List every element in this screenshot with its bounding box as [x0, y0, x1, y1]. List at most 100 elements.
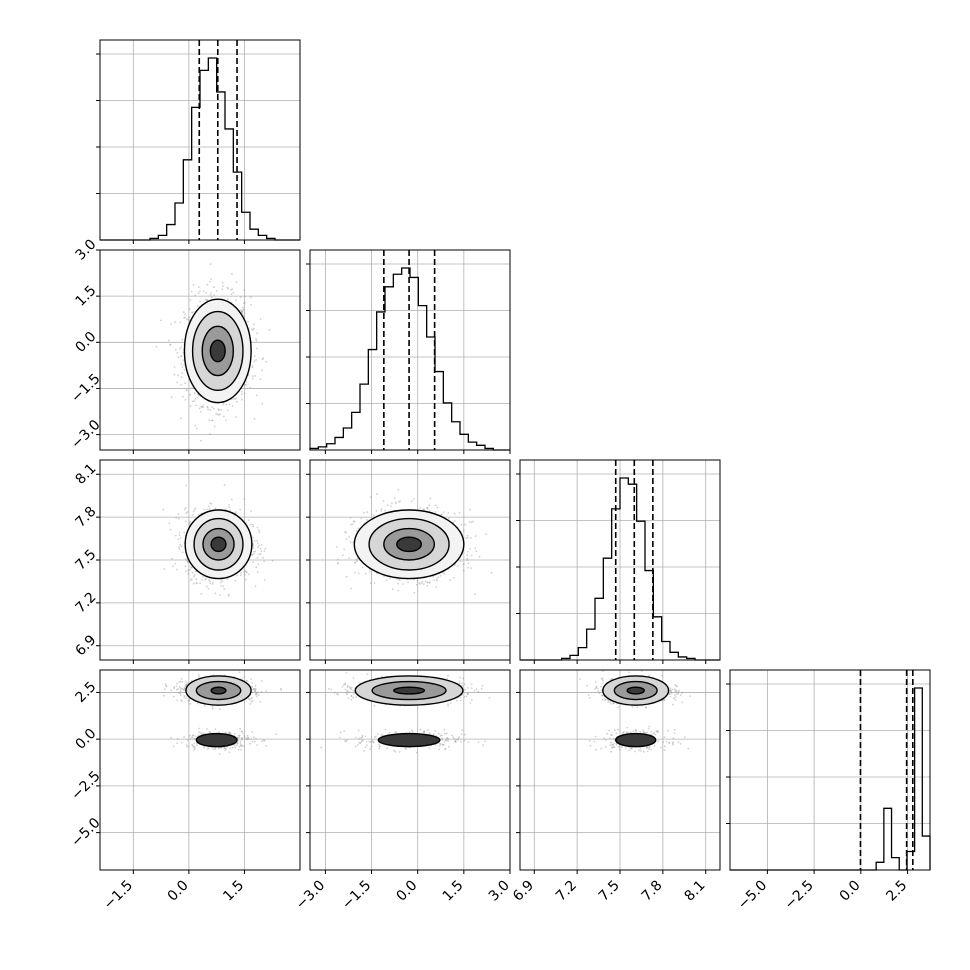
scatter-point: [180, 700, 183, 703]
scatter-point: [470, 567, 472, 569]
scatter-point: [351, 523, 354, 526]
scatter-point: [193, 392, 196, 395]
scatter-point: [244, 578, 247, 581]
scatter-point: [394, 501, 397, 504]
scatter-point: [185, 484, 188, 487]
scatter-point: [173, 686, 176, 688]
scatter-point: [466, 550, 469, 553]
scatter-point: [236, 574, 239, 577]
scatter-point: [169, 343, 172, 346]
scatter-point: [436, 579, 438, 582]
scatter-point: [191, 311, 194, 314]
scatter-point: [235, 416, 237, 418]
scatter-point: [426, 506, 428, 509]
scatter-point: [217, 414, 220, 416]
scatter-point: [407, 581, 409, 584]
scatter-point: [183, 368, 186, 371]
scatter-point: [199, 582, 202, 585]
scatter-point: [178, 534, 181, 536]
scatter-point: [368, 571, 371, 573]
scatter-point: [349, 523, 352, 526]
scatter-point: [469, 508, 471, 511]
scatter-point: [256, 539, 258, 542]
scatter-point: [428, 582, 431, 584]
scatter-point: [206, 283, 209, 286]
scatter-point: [249, 703, 252, 705]
density-contour: [396, 536, 423, 553]
panel-frame: [309, 249, 511, 451]
scatter-point: [462, 563, 465, 565]
scatter-point: [236, 400, 238, 403]
scatter-point: [252, 536, 254, 539]
scatter-point: [364, 572, 367, 575]
scatter-point: [206, 299, 209, 301]
scatter-point: [467, 562, 470, 565]
scatter-point: [173, 373, 176, 376]
scatter-point: [209, 502, 212, 505]
scatter-point: [369, 582, 372, 585]
scatter-point: [208, 579, 211, 581]
scatter-point: [197, 513, 200, 516]
scatter-point: [199, 300, 202, 303]
scatter-point: [472, 520, 474, 523]
scatter-point: [253, 540, 256, 542]
scatter-point: [356, 560, 358, 563]
scatter-point: [401, 583, 404, 585]
scatter-point: [470, 554, 473, 557]
scatter-point: [223, 484, 226, 487]
scatter-point: [357, 572, 360, 575]
scatter-point: [193, 400, 196, 402]
scatter-point: [251, 554, 254, 556]
scatter-point: [252, 561, 254, 563]
scatter-point: [213, 286, 215, 289]
scatter-point: [186, 561, 189, 563]
histogram-panel-p0: [96, 39, 301, 244]
scatter-point: [211, 406, 214, 409]
scatter-point: [178, 517, 180, 520]
scatter-point: [449, 579, 451, 581]
scatter-point: [190, 566, 192, 568]
scatter-point: [181, 681, 184, 683]
scatter-point: [397, 582, 399, 585]
scatter-point: [260, 543, 263, 546]
scatter-point: [212, 581, 214, 584]
scatter-point: [196, 427, 198, 430]
scatter-point: [219, 594, 221, 596]
scatter-point: [191, 571, 194, 574]
scatter-point: [179, 417, 182, 420]
scatter-point: [184, 313, 186, 316]
scatter-point: [426, 581, 429, 584]
scatter-point: [194, 424, 197, 427]
scatter-point: [466, 557, 469, 560]
scatter-point: [227, 298, 229, 301]
scatter-point: [251, 377, 254, 380]
scatter-point: [222, 285, 224, 287]
scatter-point: [257, 546, 259, 549]
scatter-point: [177, 356, 180, 359]
scatter-point: [213, 408, 215, 410]
scatter-point: [369, 496, 372, 498]
scatter-point: [186, 511, 189, 513]
scatter-point: [167, 339, 170, 342]
scatter-point: [475, 550, 478, 553]
scatter-point: [173, 366, 176, 368]
scatter-point: [179, 688, 182, 691]
scatter-point: [441, 571, 444, 574]
scatter-point: [170, 689, 173, 692]
scatter-point: [245, 383, 247, 386]
scatter-point: [222, 403, 225, 406]
scatter-point: [246, 571, 248, 574]
scatter-point: [412, 498, 415, 500]
scatter-point: [255, 359, 257, 361]
scatter-point: [259, 318, 262, 320]
scatter-point: [193, 574, 196, 576]
scatter-point: [241, 312, 244, 315]
scatter-point: [252, 525, 254, 528]
scatter-point: [210, 419, 213, 422]
scatter-point: [231, 405, 234, 407]
scatter-point: [206, 508, 209, 511]
scatter-point: [263, 579, 266, 581]
scatter-point: [336, 562, 339, 565]
scatter-point: [177, 374, 179, 377]
scatter-point: [256, 526, 259, 529]
